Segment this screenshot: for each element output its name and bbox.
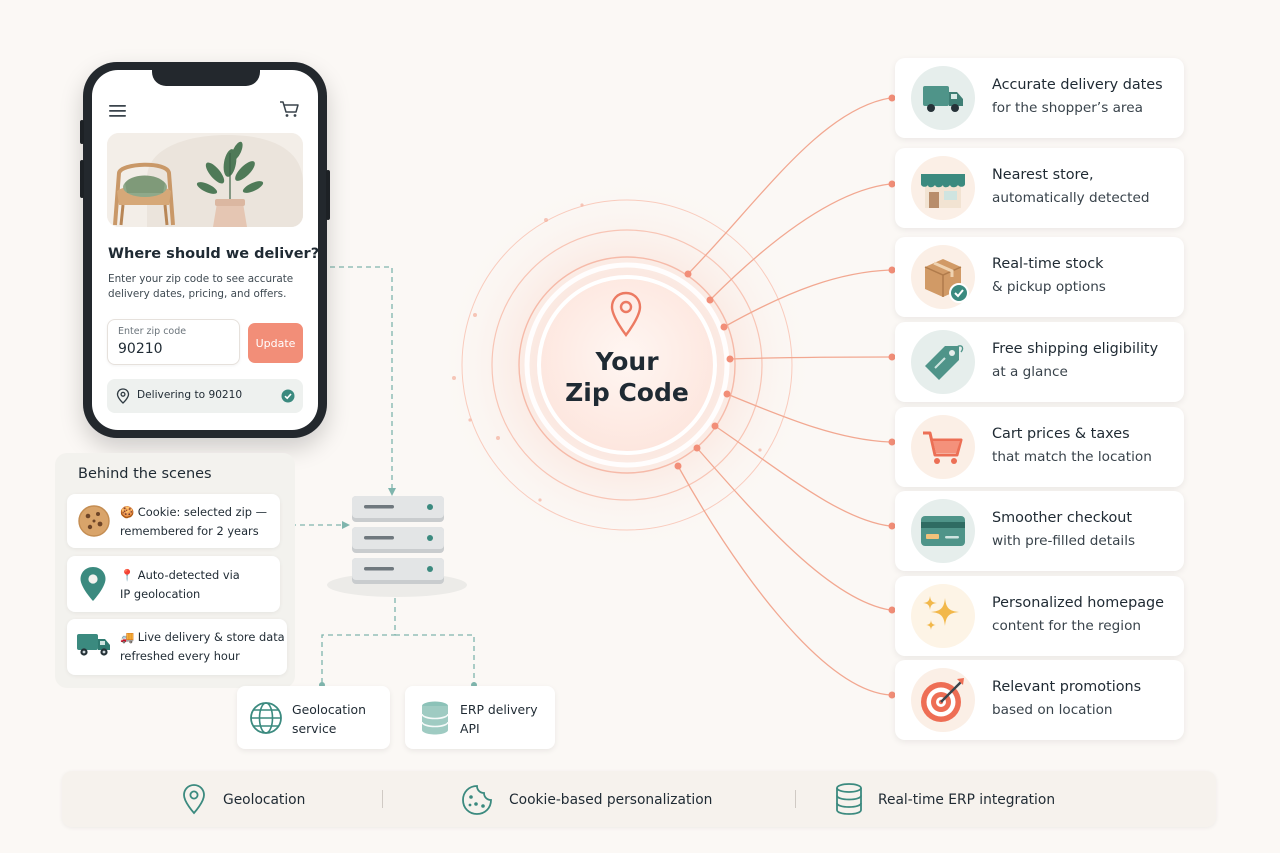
benefit-subtitle: with pre-filled details — [992, 533, 1136, 549]
package-check-icon — [911, 245, 975, 309]
benefit-title: Smoother checkout — [992, 510, 1133, 526]
benefit-subtitle: & pickup options — [992, 279, 1106, 295]
live-data-line-2: refreshed every hour — [120, 649, 240, 663]
benefit-title: Personalized homepage — [992, 595, 1165, 611]
menu-icon[interactable] — [108, 103, 128, 119]
erp-api-line-1: ERP delivery — [460, 702, 538, 717]
technology-footer — [62, 771, 1216, 827]
location-pin-icon — [183, 784, 205, 815]
footer-geolocation-label: Geolocation — [223, 792, 306, 808]
benefit-subtitle: at a glance — [992, 364, 1068, 380]
benefit-subtitle: content for the region — [992, 618, 1142, 634]
benefit-title: Cart prices & taxes — [992, 426, 1130, 442]
hub-title: Your Zip Code — [538, 346, 716, 408]
benefit-title: Accurate delivery dates — [992, 77, 1163, 93]
phone-side-button — [80, 160, 84, 198]
delivery-question-title: Where should we deliver? — [108, 246, 320, 262]
behind-the-scenes-title: Behind the scenes — [78, 466, 212, 482]
benefit-title: Real-time stock — [992, 256, 1104, 272]
benefit-card-checkout: Smoother checkout with pre-filled detail… — [895, 491, 1184, 571]
sparkles-icon — [911, 584, 975, 648]
benefit-card-delivery-dates: Accurate delivery dates for the shopper’… — [895, 58, 1184, 138]
benefit-subtitle: based on location — [992, 702, 1113, 718]
phone-screen — [92, 70, 318, 430]
benefit-subtitle: automatically detected — [992, 190, 1150, 206]
map-pin-icon — [80, 567, 106, 601]
cookie-icon — [462, 785, 492, 815]
benefit-subtitle: for the shopper’s area — [992, 100, 1143, 116]
live-data-line-1: 🚚 Live delivery & store data — [120, 630, 285, 644]
check-circle-icon — [281, 389, 295, 403]
phone-power-button — [326, 170, 330, 220]
phone-side-button — [80, 120, 84, 144]
update-button[interactable]: Update — [248, 323, 303, 363]
location-pin-icon — [116, 388, 130, 404]
benefit-card-nearest-store: Nearest store, automatically detected — [895, 148, 1184, 228]
benefit-card-free-shipping: Free shipping eligibility at a glance — [895, 322, 1184, 402]
delivery-instructions: Enter your zip code to see accurate deli… — [108, 273, 294, 300]
database-icon — [421, 701, 449, 735]
geolocation-line-2: IP geolocation — [120, 587, 201, 601]
hub-pin-icon — [610, 291, 642, 337]
cookie-line-1: 🍪 Cookie: selected zip — — [120, 505, 268, 519]
benefit-subtitle: that match the location — [992, 449, 1152, 465]
hero-image — [107, 133, 303, 227]
cart-icon[interactable] — [279, 99, 301, 119]
footer-cookie-label: Cookie-based personalization — [509, 792, 713, 808]
delivering-to-text: Delivering to 90210 — [137, 389, 243, 401]
globe-icon — [250, 702, 282, 734]
benefit-card-real-time-stock: Real-time stock & pickup options — [895, 237, 1184, 317]
geolocation-service-line-1: Geolocation — [292, 702, 366, 717]
hub-title-line-1: Your — [595, 347, 659, 376]
cookie-icon — [78, 505, 110, 537]
erp-api-line-2: API — [460, 721, 480, 736]
benefit-card-cart-prices: Cart prices & taxes that match the locat… — [895, 407, 1184, 487]
geolocation-line-1: 📍 Auto-detected via — [120, 568, 240, 582]
delivering-status-bar — [107, 379, 303, 413]
zip-code-input[interactable] — [107, 319, 240, 365]
footer-erp-label: Real-time ERP integration — [878, 792, 1056, 808]
target-icon — [911, 668, 975, 732]
footer-divider — [382, 790, 383, 808]
server-icon — [352, 496, 444, 584]
benefit-card-personalized-homepage: Personalized homepage content for the re… — [895, 576, 1184, 656]
storefront-icon — [911, 156, 975, 220]
shopping-cart-icon — [911, 415, 975, 479]
hub-title-line-2: Zip Code — [565, 378, 689, 407]
delivery-truck-icon — [911, 66, 975, 130]
benefit-title: Nearest store, — [992, 167, 1094, 183]
benefit-title: Free shipping eligibility — [992, 341, 1159, 357]
footer-divider — [795, 790, 796, 808]
cookie-line-2: remembered for 2 years — [120, 524, 259, 538]
armchair-plant-illustration — [107, 133, 303, 227]
truck-icon — [77, 634, 110, 656]
phone-notch — [152, 66, 260, 86]
database-icon — [836, 783, 862, 815]
credit-card-icon — [911, 499, 975, 563]
price-tag-icon — [911, 330, 975, 394]
benefit-title: Relevant promotions — [992, 679, 1142, 695]
geolocation-service-line-2: service — [292, 721, 337, 736]
benefit-card-promotions: Relevant promotions based on location — [895, 660, 1184, 740]
zip-input-value[interactable]: 90210 — [118, 341, 163, 357]
zip-input-label: Enter zip code — [118, 326, 187, 337]
